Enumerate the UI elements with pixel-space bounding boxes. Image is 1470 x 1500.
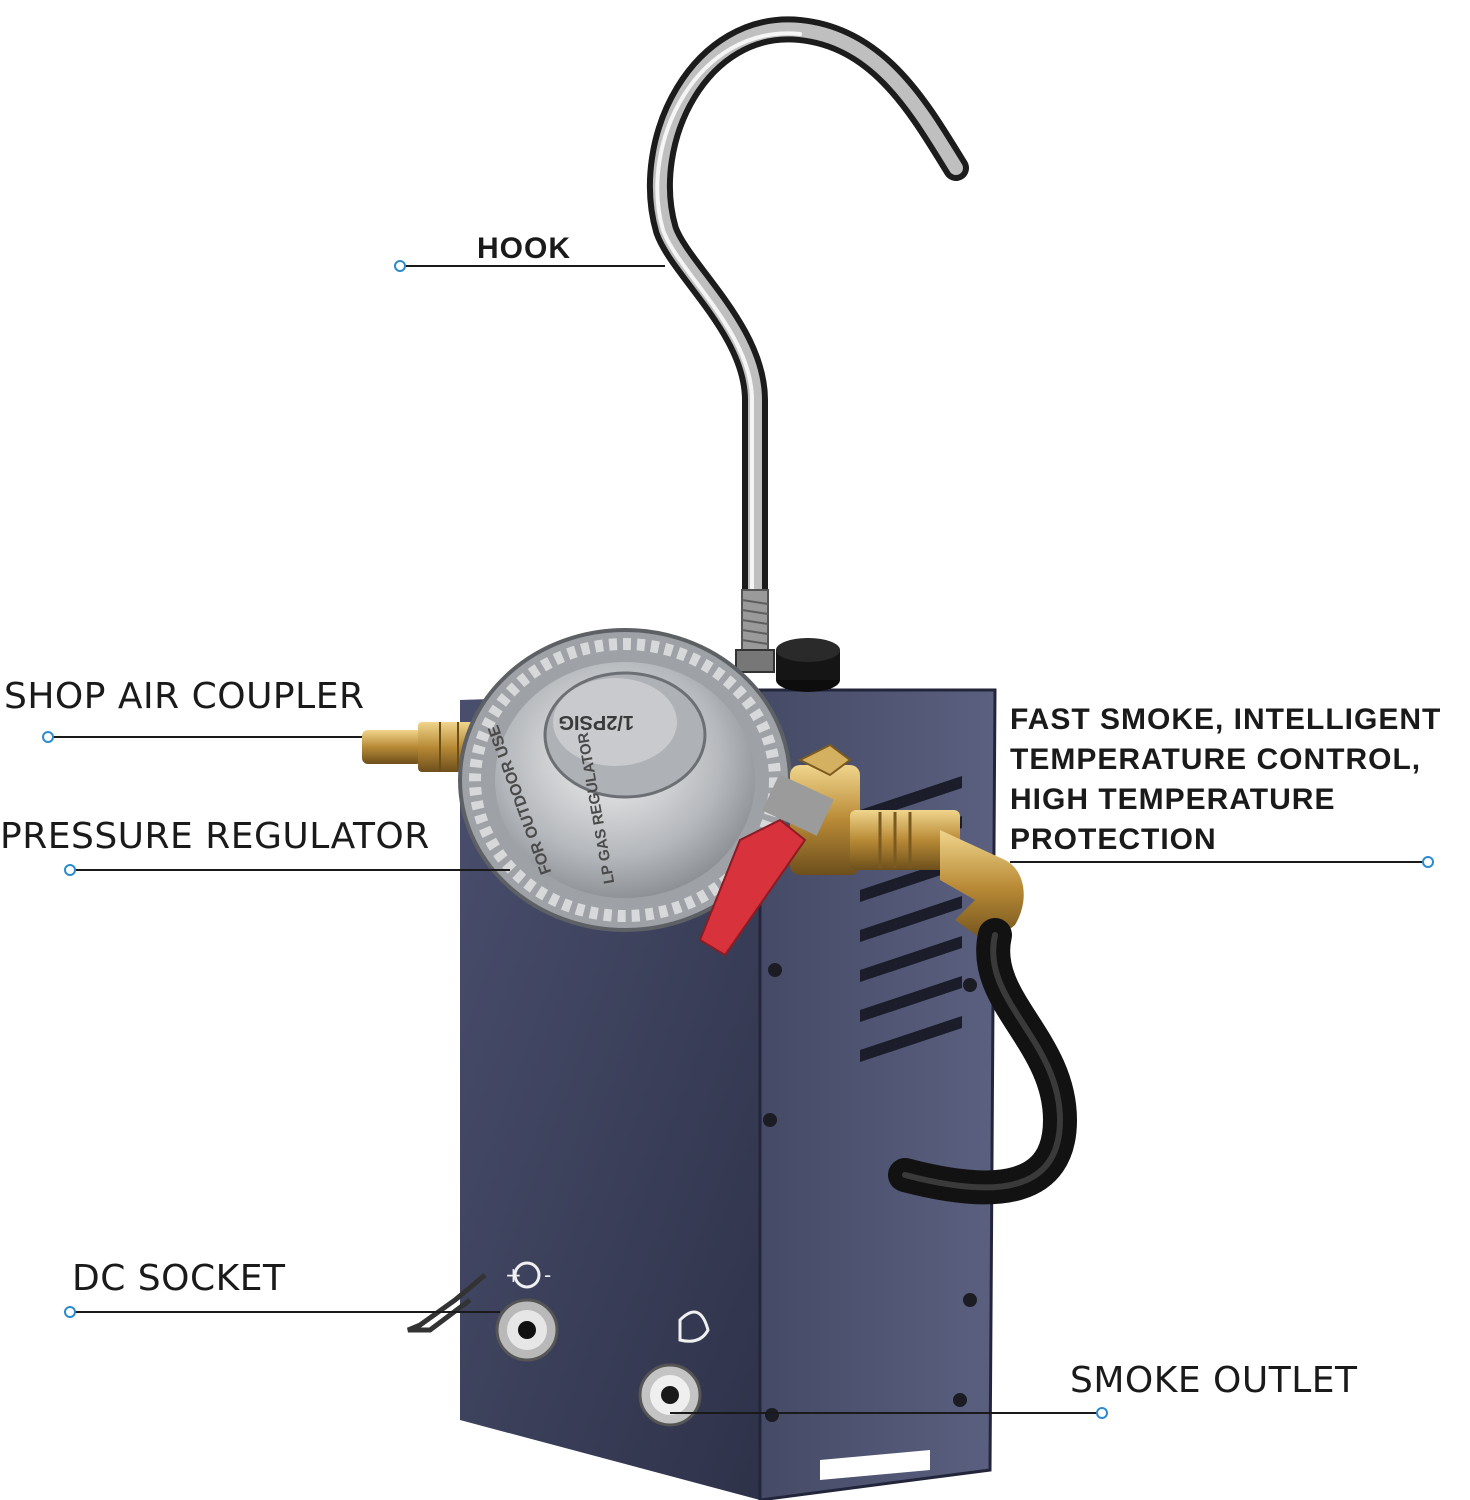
label-dc-socket: DC SOCKET xyxy=(72,1258,286,1299)
label-hook: HOOK xyxy=(477,232,571,265)
feature-line: HIGH TEMPERATURE xyxy=(1010,783,1336,816)
smoke-outlet xyxy=(638,1310,710,1427)
elbow-fitting xyxy=(850,810,1024,945)
svg-text:-: - xyxy=(544,1263,551,1287)
top-knob xyxy=(776,638,840,692)
feature-line: FAST SMOKE, INTELLIGENT xyxy=(1010,703,1442,736)
feature-line: PROTECTION xyxy=(1010,823,1217,856)
feature-text: FAST SMOKE, INTELLIGENT TEMPERATURE CONT… xyxy=(1010,700,1441,860)
hook xyxy=(646,16,969,673)
label-smoke-outlet: SMOKE OUTLET xyxy=(1070,1360,1358,1401)
label-pressure-regulator: PRESSURE REGULATOR xyxy=(0,816,430,857)
label-shop-air-coupler: SHOP AIR COUPLER xyxy=(4,676,365,717)
pressure-regulator: 1/2PSIG FOR OUTDOOR USE LP GAS REGULATOR xyxy=(458,628,792,932)
ball-valve xyxy=(698,743,860,957)
dc-socket: + - xyxy=(407,1261,559,1362)
regulator-rating: 1/2PSIG xyxy=(558,711,634,733)
svg-text:+: + xyxy=(505,1263,522,1287)
feature-line: TEMPERATURE CONTROL, xyxy=(1010,743,1422,776)
callout-lines xyxy=(42,260,1434,1419)
